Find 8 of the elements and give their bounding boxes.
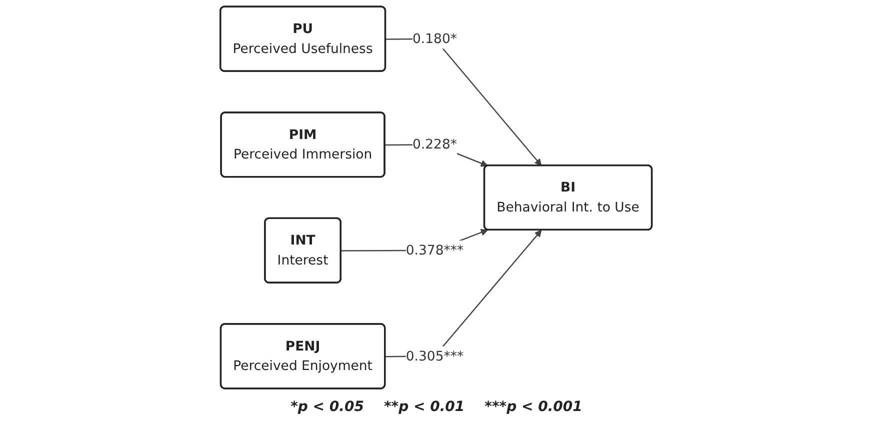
significance-note: ***p < 0.001 bbox=[484, 399, 582, 415]
edge-label: 0.228* bbox=[412, 136, 458, 152]
edge-label: 0.378*** bbox=[406, 242, 464, 258]
significance-note: **p < 0.01 bbox=[384, 399, 465, 415]
edge-label: 0.180* bbox=[412, 30, 458, 46]
arrow bbox=[386, 230, 542, 358]
edge-label: 0.305*** bbox=[406, 348, 464, 364]
significance-note: *p < 0.05 bbox=[290, 399, 364, 415]
